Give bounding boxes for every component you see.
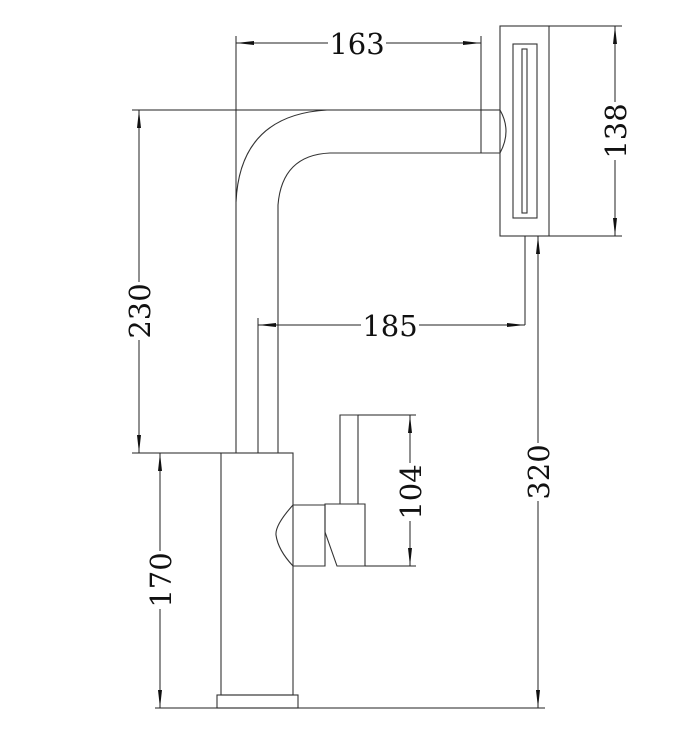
spray-head-slot-inner <box>521 48 528 214</box>
dimension-163: 163 <box>236 27 481 61</box>
spray-head-slot <box>512 43 538 219</box>
dimension-185: 185 <box>258 309 525 343</box>
spray-head <box>499 25 550 237</box>
dim-label-230: 230 <box>123 283 157 338</box>
dimension-230: 230 <box>123 110 157 453</box>
dim-label-320: 320 <box>522 444 556 499</box>
dim-label-185: 185 <box>362 309 417 343</box>
spout-inner-edge <box>277 152 500 453</box>
dim-label-170: 170 <box>144 552 178 607</box>
faucet-body <box>220 452 294 696</box>
spout-end-bulge <box>499 109 507 154</box>
faucet-base <box>216 694 299 709</box>
handle-lever <box>339 414 359 504</box>
dim-label-163: 163 <box>329 27 384 61</box>
dimension-104: 104 <box>394 415 428 566</box>
dim-label-138: 138 <box>599 103 633 158</box>
faucet-outline <box>216 25 550 709</box>
dimension-320: 320 <box>522 236 556 708</box>
cartridge-housing <box>275 504 326 567</box>
dimension-138: 138 <box>599 26 633 236</box>
handle-block <box>324 503 366 567</box>
spout-outer-edge <box>235 109 500 453</box>
extension-lines <box>132 25 622 709</box>
dimension-170: 170 <box>144 453 178 708</box>
dim-label-104: 104 <box>394 464 428 519</box>
